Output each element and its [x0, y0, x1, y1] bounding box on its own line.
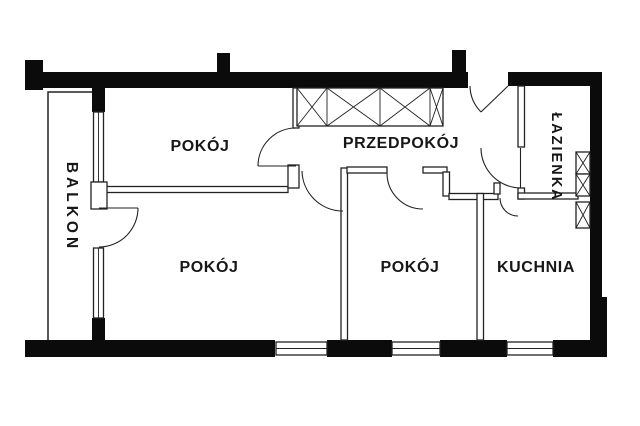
room-label-pokoj-top: POKÓJ	[170, 136, 229, 155]
wardrobe-cross-hatching	[296, 87, 444, 127]
wall-corner-top-left	[25, 60, 43, 90]
room-label-kuchnia: KUCHNIA	[497, 259, 575, 276]
partition-bathroom-south	[517, 192, 579, 200]
door-balcony	[98, 207, 139, 248]
partition-rooms-horizontal	[104, 185, 289, 194]
partition-middle-room-west	[340, 167, 349, 341]
door-top-room	[257, 127, 297, 167]
wardrobe-symbol	[296, 87, 444, 127]
room-label-przedpokoj: PRZEDPOKÓJ	[343, 133, 459, 152]
partition-hall-middle-2	[422, 166, 448, 174]
wall-stub-top-2	[452, 50, 466, 73]
wall-bottom-2	[327, 340, 392, 357]
wall-right-upper	[590, 72, 602, 298]
partition-junction-post	[287, 164, 300, 189]
room-labels: POKÓJ PRZEDPOKÓJ ŁAZIENKA POKÓJ POKÓJ KU…	[63, 112, 575, 276]
door-kitchen	[499, 197, 519, 217]
wardrobe-dividers	[326, 88, 431, 126]
wall-top	[43, 72, 468, 88]
partition-hall-middle-1	[346, 166, 388, 174]
wardrobe-box	[296, 87, 444, 127]
room-label-pokoj-middle: POKÓJ	[380, 257, 439, 276]
room-label-pokoj-left: POKÓJ	[179, 257, 238, 276]
wall-bottom-4	[553, 340, 607, 357]
partition-step-vertical	[442, 171, 451, 197]
door-entrance	[469, 85, 509, 113]
partition-kitchen-top	[448, 192, 499, 201]
wall-left-lower	[92, 318, 105, 342]
duct-symbols	[575, 151, 591, 229]
room-label-balkon: BALKON	[63, 162, 80, 252]
door-left-room	[301, 170, 344, 212]
door-middle-room	[386, 172, 424, 210]
wall-left-upper	[92, 86, 105, 112]
partition-kitchen-door-jamb	[493, 182, 501, 195]
partition-walls	[104, 85, 579, 341]
door-bathroom	[480, 147, 522, 189]
partition-kitchen-west	[476, 192, 485, 341]
wall-bottom-3	[440, 340, 507, 357]
wall-stub-top-1	[217, 53, 230, 73]
duct-hatching	[575, 151, 591, 229]
balcony-door-post	[90, 181, 108, 210]
wall-bottom-1	[25, 340, 275, 357]
outer-walls	[25, 50, 607, 357]
room-label-lazienka: ŁAZIENKA	[548, 112, 564, 201]
doors	[98, 85, 522, 248]
partition-bathroom-west	[517, 85, 526, 148]
balcony-outline	[47, 91, 92, 340]
windows	[90, 111, 554, 356]
wall-top-bathroom	[508, 72, 602, 86]
